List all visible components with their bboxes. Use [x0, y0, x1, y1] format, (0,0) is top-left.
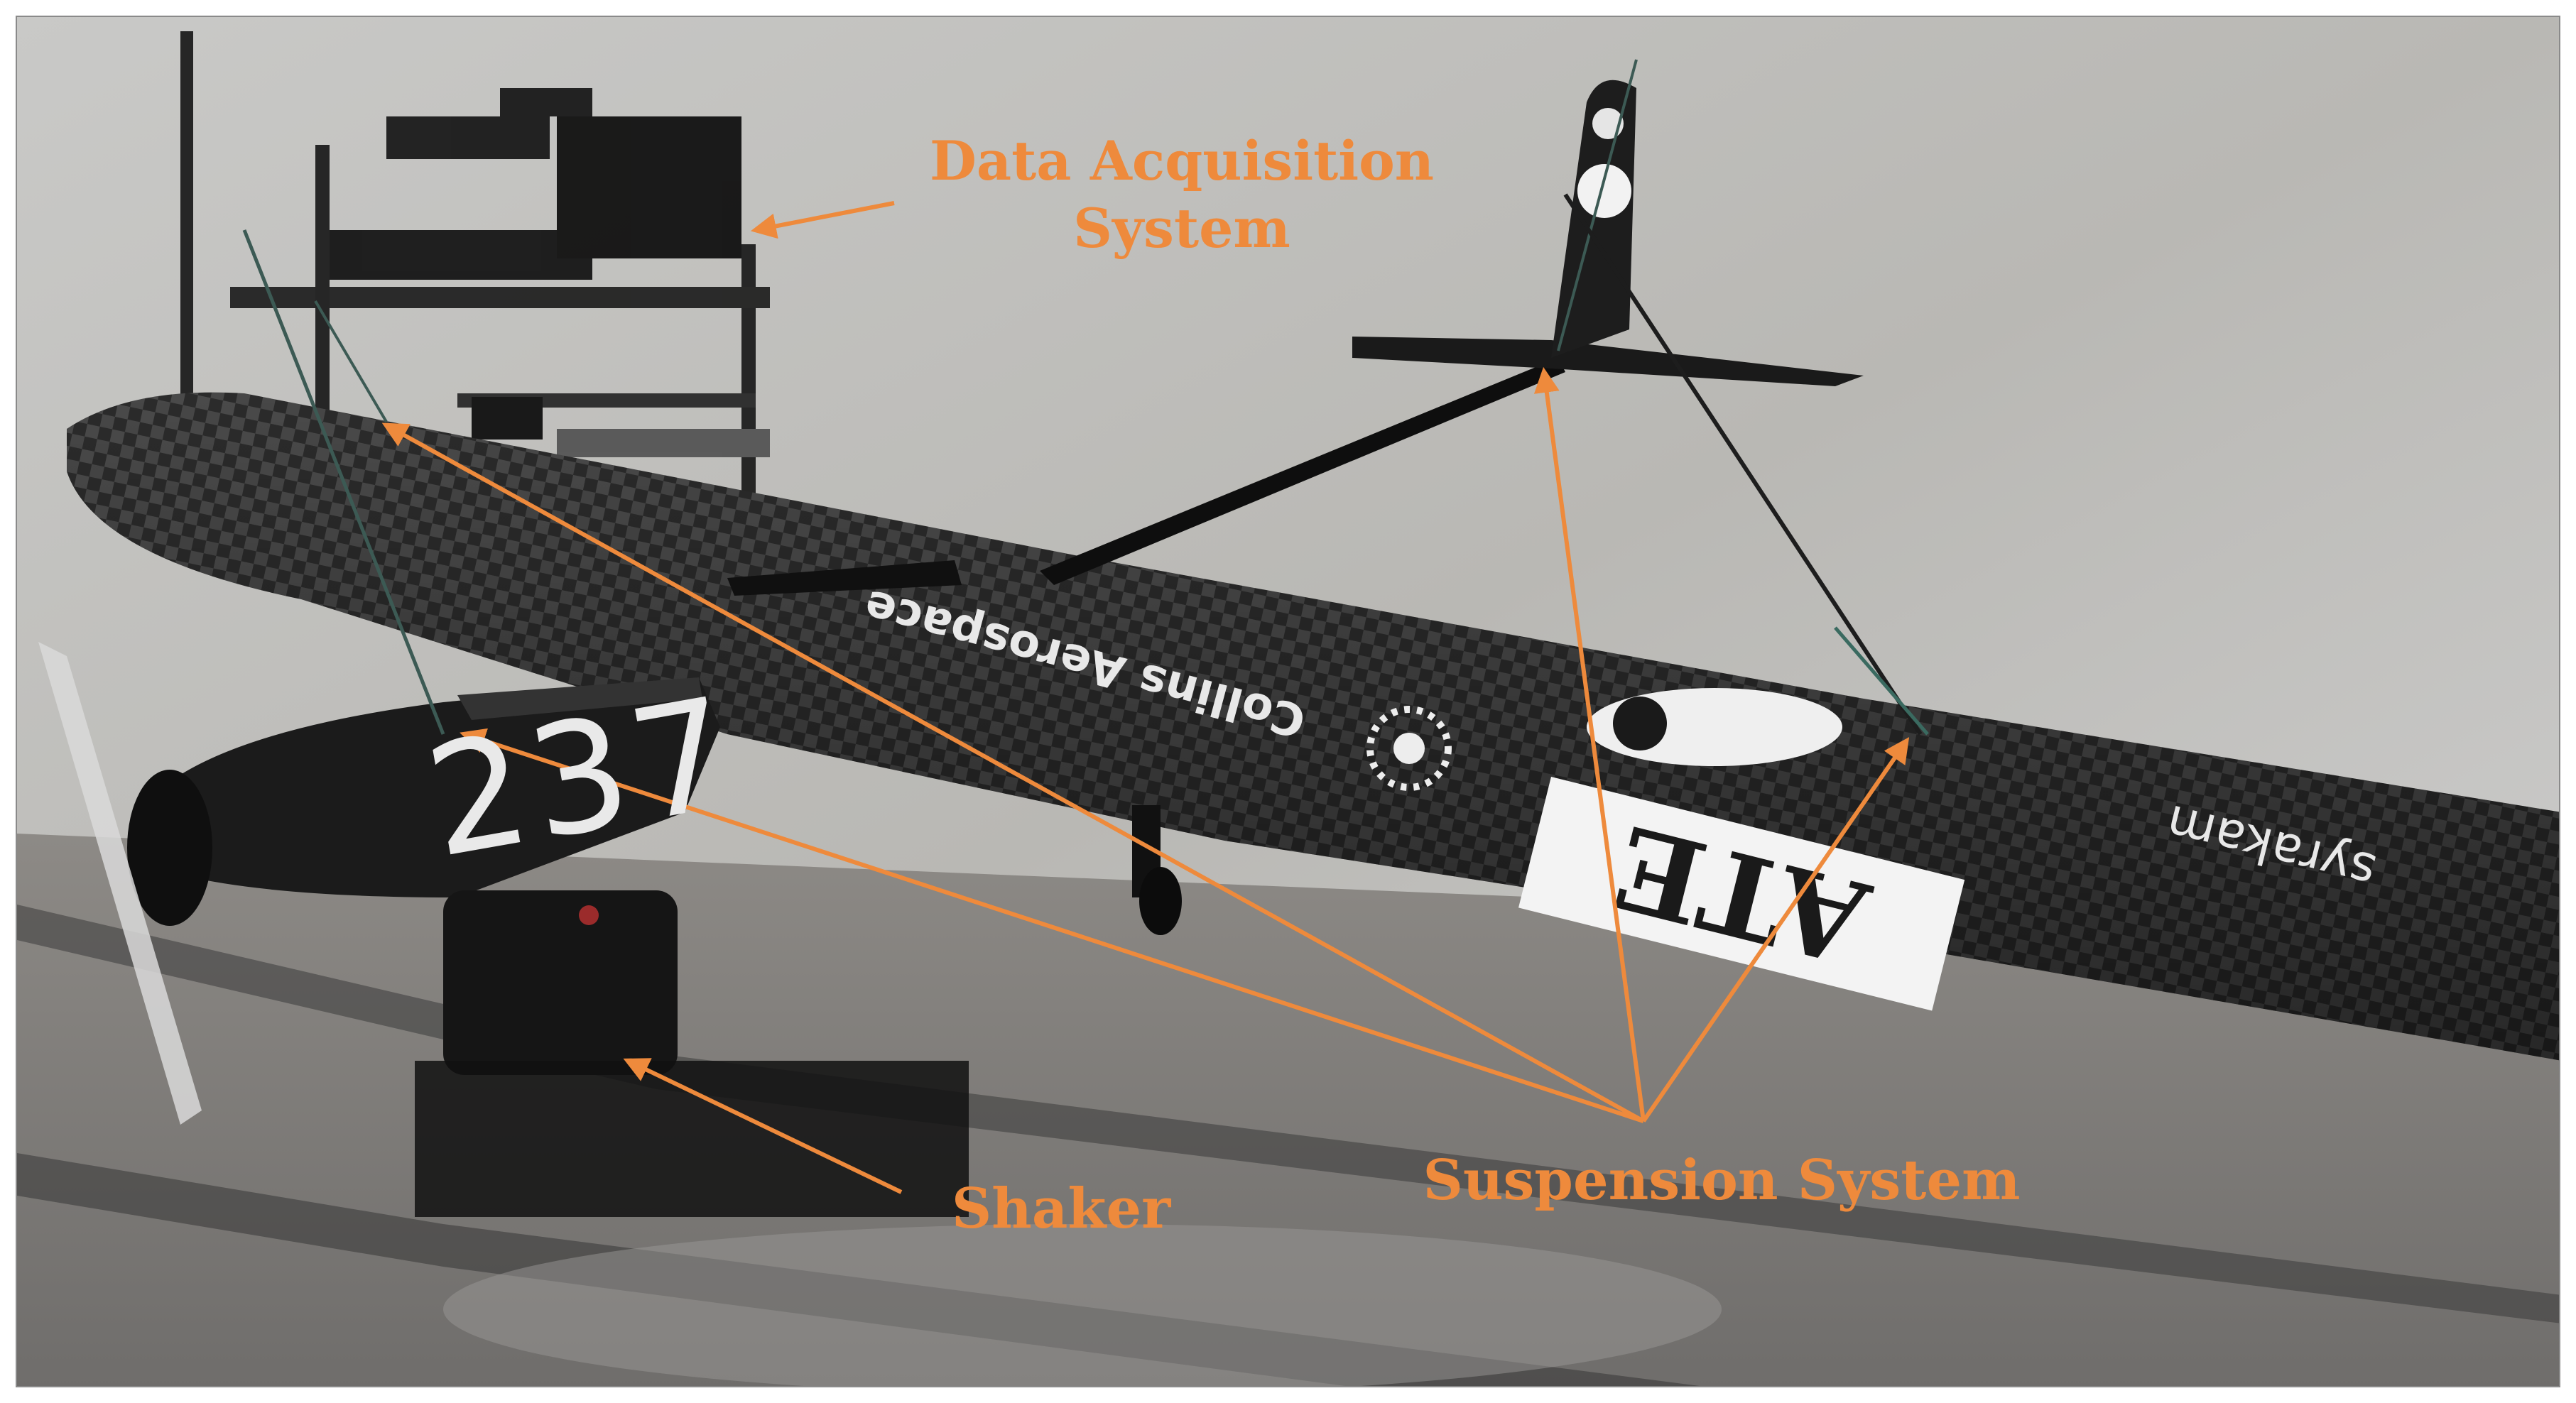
wing-logo-round: [1587, 688, 1842, 766]
wing-logo-sun: [1366, 706, 1452, 791]
label-data-acquisition-line-1: Data Acquisition: [929, 129, 1435, 192]
label-data-acquisition: Data Acquisition System: [919, 127, 1445, 262]
aircraft-photo: ATE Collins Aerospace syrakam: [17, 17, 2559, 1386]
label-suspension-system: Suspension System: [1423, 1148, 2021, 1213]
label-shaker: Shaker: [951, 1177, 1171, 1241]
label-data-acquisition-line-2: System: [1073, 197, 1290, 260]
photo-frame: ATE Collins Aerospace syrakam 237 Data A…: [16, 16, 2560, 1387]
rack: [180, 31, 770, 514]
